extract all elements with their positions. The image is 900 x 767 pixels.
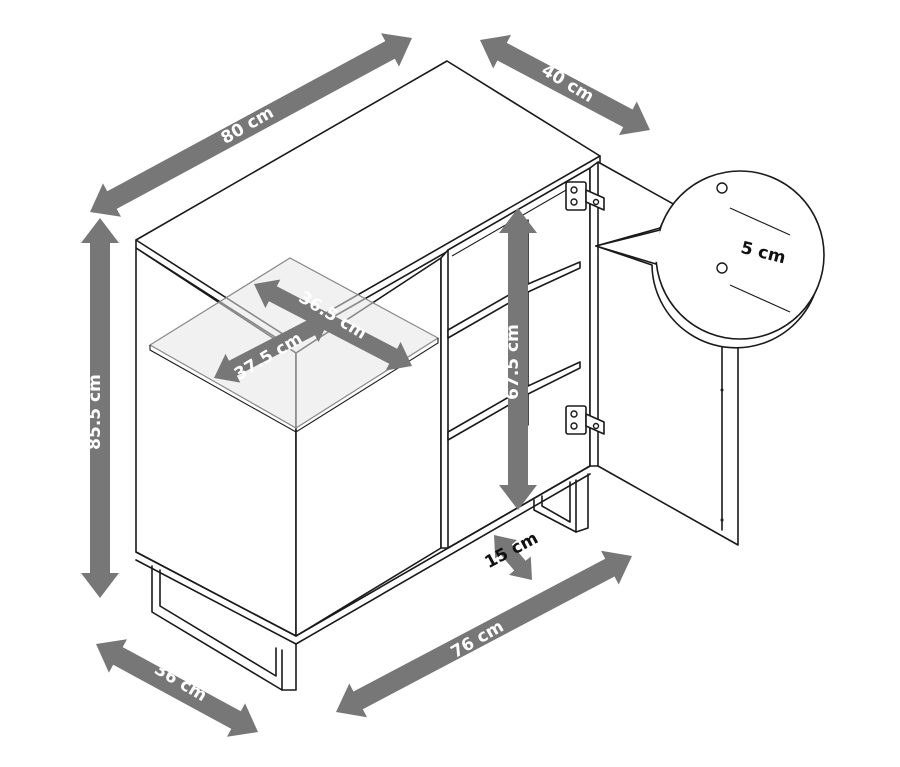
arrow-width — [90, 33, 412, 217]
arrow-floor-clearance — [494, 535, 532, 580]
hole-icon — [716, 262, 728, 274]
cabinet-legs — [151, 473, 589, 691]
arrow-shelf-depth — [214, 313, 330, 383]
arrow-shelf-width — [254, 279, 412, 371]
detail-callout — [595, 170, 825, 349]
arrow-base-width — [336, 550, 632, 718]
arrow-height — [81, 218, 119, 598]
arrow-inner-height — [499, 208, 537, 510]
arrow-depth — [480, 34, 650, 136]
hole-icon — [716, 182, 728, 194]
label-height: 85.5 cm — [85, 374, 105, 450]
label-inner-height: 67.5 cm — [503, 324, 523, 400]
arrow-base-depth — [96, 639, 258, 737]
dimension-arrows — [81, 33, 784, 737]
label-base-width: 76 cm — [448, 617, 508, 663]
